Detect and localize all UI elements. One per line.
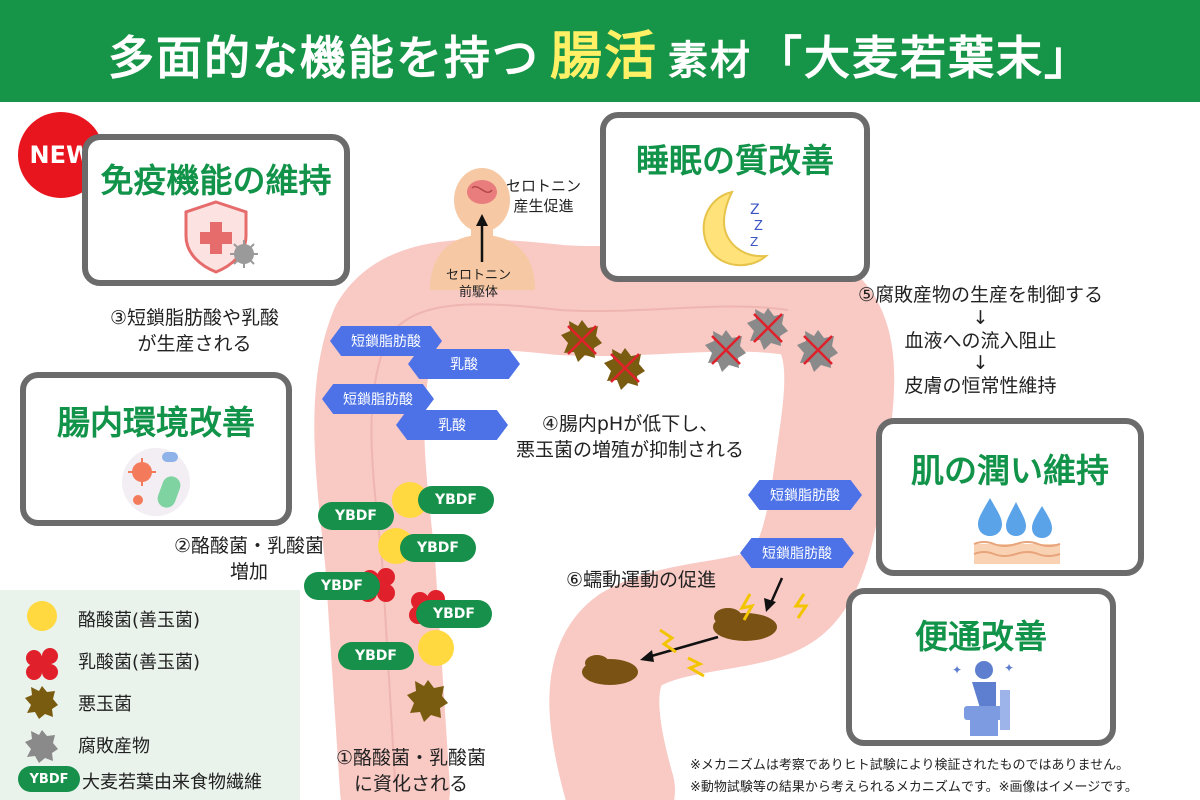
ybdf-pill: YBDF — [416, 600, 492, 628]
stool-icon — [713, 608, 777, 641]
title-post: 「大麦若葉末」 — [756, 30, 1092, 85]
svg-text:✦: ✦ — [952, 663, 962, 677]
serotonin-production-label: セロトニン 産生促進 — [506, 176, 581, 217]
box-title-immune: 免疫機能の維持 — [100, 161, 332, 200]
precursor-top: セロトニン — [446, 268, 512, 283]
hex-lactic: 乳酸 — [408, 349, 520, 379]
step5-arrow-2: ↓ — [972, 352, 989, 375]
step5-line1: ⑤腐敗産物の生産を制御する — [858, 284, 1104, 306]
ybdf-pill: YBDF — [338, 642, 414, 670]
hex-lactic: 乳酸 — [396, 410, 508, 440]
box-title-gut: 腸内環境改善 — [57, 403, 255, 442]
water-drop-skin-icon — [973, 498, 1061, 564]
shield-virus-icon — [184, 200, 258, 274]
legend-lactobacillus: 乳酸菌(善玉菌) — [78, 652, 201, 673]
box-title-sleep: 睡眠の質改善 — [636, 141, 834, 180]
box-gut: 腸内環境改善 — [20, 372, 292, 526]
stool-icon — [582, 655, 638, 685]
putrefactive-icon — [705, 330, 746, 372]
step5-line2: 血液への流入阻止 — [904, 329, 1057, 352]
ybdf-pill: YBDF — [418, 486, 494, 514]
step4-line2: 悪玉菌の増殖が抑制される — [516, 438, 745, 461]
legend-icons — [25, 601, 58, 763]
arrow-down — [768, 577, 784, 606]
step2-text: ②酪酸菌・乳酸菌 増加 — [174, 534, 324, 585]
moon-icon: Z Z Z — [702, 190, 769, 267]
legend: 酪酸菌(善玉菌) 乳酸菌(善玉菌) 悪玉菌 腐敗産物 YBDF 大麦若葉由来食物… — [0, 590, 300, 800]
footnote-2: ※動物試験等の結果から考えられるメカニズムです。※画像はイメージです。 — [690, 780, 1138, 795]
ybdf-pill: YBDF — [400, 534, 476, 562]
box-immune: 免疫機能の維持 — [82, 134, 350, 286]
butyrate-bacteria — [418, 630, 454, 666]
step3-line1: ③短鎖脂肪酸や乳酸 — [110, 307, 280, 329]
box-sleep: 睡眠の質改善 Z Z Z — [600, 112, 870, 282]
serotonin-precursor-label: セロトニン 前駆体 — [446, 268, 511, 302]
legend-butyrate: 酪酸菌(善玉菌) — [78, 610, 201, 631]
svg-text:Z: Z — [750, 235, 758, 249]
step5-text: ⑤腐敗産物の生産を制御する ↓ 血液への流入阻止 ↓ 皮膚の恒常性維持 — [858, 284, 1103, 398]
step5-line3: 皮膚の恒常性維持 — [904, 375, 1057, 398]
step1-line2: に資化される — [354, 772, 469, 795]
hex-scfa: 短鎖脂肪酸 — [322, 384, 434, 414]
box-title-bowel: 便通改善 — [915, 617, 1047, 656]
human-silhouette — [430, 168, 535, 290]
title-pre: 多面的な機能を持つ — [107, 30, 540, 85]
precursor-bottom: 前駆体 — [459, 284, 499, 300]
serotonin-bottom: 産生促進 — [513, 197, 574, 216]
bad-bacteria-icon — [604, 348, 645, 390]
box-bowel: 便通改善 ✦ ✦ — [846, 588, 1116, 746]
hex-scfa: 短鎖脂肪酸 — [740, 538, 854, 568]
bad-bacteria-icon — [407, 680, 448, 722]
step3-line2: が生産される — [137, 332, 252, 355]
box-title-skin: 肌の潤い維持 — [911, 451, 1109, 490]
bad-bacteria-group — [407, 308, 838, 722]
toilet-person-icon: ✦ ✦ — [952, 661, 1014, 736]
step5-arrow-1: ↓ — [972, 306, 989, 329]
header-banner: 多面的な機能を持つ腸活素材「大麦若葉末」 — [0, 0, 1200, 102]
intestine-inner-line — [370, 303, 789, 781]
step1-line1: ①酪酸菌・乳酸菌 — [336, 747, 487, 769]
gut-bacteria-icon — [122, 448, 190, 516]
bad-bacteria-icon — [561, 320, 602, 362]
title-highlight: 腸活 — [549, 26, 658, 87]
putrefactive-icon — [797, 330, 838, 372]
step3-text: ③短鎖脂肪酸や乳酸 が生産される — [110, 306, 279, 357]
title-post-small: 素材 — [668, 37, 752, 84]
step4-text: ④腸内pHが低下し、 悪玉菌の増殖が抑制される — [516, 412, 744, 463]
step2-line1: ②酪酸菌・乳酸菌 — [174, 535, 325, 557]
step2-line2: 増加 — [230, 560, 269, 583]
ybdf-pill: YBDF — [304, 572, 380, 600]
svg-text:Z: Z — [750, 202, 760, 218]
arrow-left — [647, 635, 719, 659]
svg-text:✦: ✦ — [1004, 661, 1014, 675]
page-title: 多面的な機能を持つ腸活素材「大麦若葉末」 — [108, 14, 1092, 89]
step6-text: ⑥蠕動運動の促進 — [566, 569, 717, 591]
step1-text: ①酪酸菌・乳酸菌 に資化される — [336, 746, 486, 797]
ybdf-pill: YBDF — [318, 502, 394, 530]
box-skin: 肌の潤い維持 — [876, 418, 1144, 576]
svg-text:Z: Z — [754, 219, 763, 234]
step4-line1: ④腸内pHが低下し、 — [541, 413, 719, 435]
legend-fiber: 大麦若葉由来食物繊維 — [82, 772, 262, 793]
serotonin-top: セロトニン — [506, 177, 582, 195]
putrefactive-icon — [747, 308, 788, 350]
hex-scfa: 短鎖脂肪酸 — [748, 480, 862, 510]
footnote-1: ※メカニズムは考察でありヒト試験により検証されたものではありません。 — [690, 758, 1130, 773]
legend-putrefactive: 腐敗産物 — [78, 736, 150, 757]
hex-scfa: 短鎖脂肪酸 — [330, 326, 442, 356]
legend-ybdf-pill: YBDF — [18, 766, 80, 792]
legend-bad: 悪玉菌 — [78, 694, 132, 715]
